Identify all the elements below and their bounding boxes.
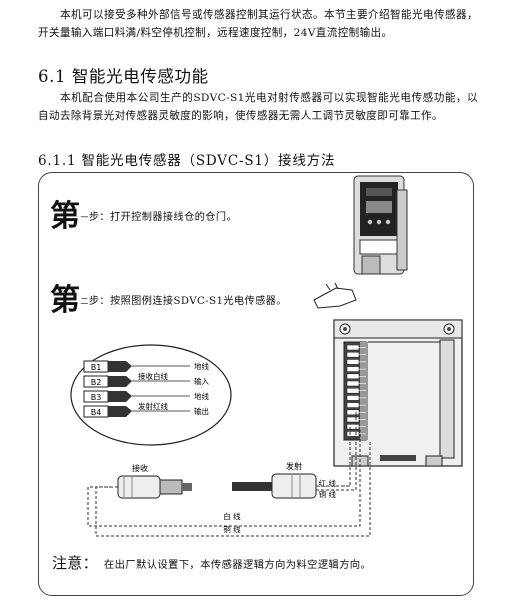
terminal-slot — [346, 373, 366, 380]
note-title: 注意： — [52, 554, 98, 572]
terminal-slot — [346, 359, 366, 365]
step-two-text: 步：按照图例连接SDVC-S1光电传感器。 — [88, 296, 287, 307]
note: 注意： 在出厂默认设置下，本传感器逻辑方向为料空逻辑方向。 — [52, 552, 371, 573]
terminal-slot — [346, 431, 366, 437]
inset-terminal-b3: B3 地线 — [83, 390, 209, 403]
wiring-diagram-frame — [38, 172, 474, 596]
cable-lines — [87, 410, 371, 537]
step-one-text: 步：打开控制器接线仓的仓门。 — [88, 212, 238, 223]
terminal-label: B2 — [91, 378, 102, 387]
inset-terminal-b1: B1 地线 — [83, 360, 209, 373]
step-one-small-char: 一 — [80, 213, 89, 222]
terminal-slot — [346, 344, 366, 351]
wire-label-right: 输出 — [194, 406, 209, 416]
terminal-block-icon — [333, 319, 463, 467]
copper-wire-label: 铜 线 — [319, 489, 337, 499]
terminal-slot — [346, 366, 366, 372]
wire-label-left: 发射红线 — [138, 401, 168, 411]
receiver-label: 接收 — [132, 463, 148, 473]
controller-device-icon — [353, 175, 408, 275]
section-paragraph: 本机配合使用本公司生产的SDVC-S1光电对射传感器可以实现智能光电传感功能，以… — [38, 92, 478, 122]
terminal-slot — [346, 402, 366, 408]
subsection-title: 6.1.1 智能光电传感器（SDVC-S1）接线方法 — [38, 153, 336, 169]
white-wire-label: 白 线 — [223, 511, 241, 521]
hand-icon — [313, 282, 357, 309]
terminal-label: B4 — [91, 408, 102, 417]
step-two-small-char: 二 — [80, 297, 89, 306]
inset-terminal-b4: B4 输出 发射红线 — [83, 401, 209, 418]
wire-label-right: 地线 — [194, 391, 209, 401]
emitter-label: 发射 — [286, 461, 302, 471]
red-wire-label: 红 线 — [319, 478, 337, 488]
receiver-sensor-icon — [117, 475, 192, 499]
terminal-label: B1 — [91, 363, 102, 372]
terminal-slot — [346, 395, 366, 401]
emitter-sensor-icon — [232, 473, 317, 499]
note-text: 在出厂默认设置下，本传感器逻辑方向为料空逻辑方向。 — [103, 559, 372, 571]
step-two: 第二步：按照图例连接SDVC-S1光电传感器。 — [50, 286, 320, 316]
section-title: 6.1 智能光电传感功能 — [38, 67, 209, 86]
wire-label-right: 输入 — [194, 376, 209, 386]
terminal-slot — [346, 387, 366, 394]
copper-wire-label-2: 铜 线 — [223, 524, 241, 534]
step-one-big-char: 第 — [50, 199, 81, 234]
terminal-label: B3 — [91, 393, 102, 402]
wire-label-right: 地线 — [194, 361, 209, 371]
terminal-slot — [346, 351, 366, 358]
inset-terminal-b2: B2 输入 接收白线 — [83, 371, 209, 388]
step-one: 第一步：打开控制器接线仓的仓门。 — [50, 202, 237, 232]
terminal-slot — [346, 423, 366, 430]
wire-label-left: 接收白线 — [138, 371, 168, 381]
terminal-slot — [346, 409, 366, 416]
terminal-slot — [346, 380, 366, 387]
terminal-slot — [346, 416, 366, 423]
step-two-big-char: 第 — [50, 283, 81, 318]
intro-paragraph: 本机可以接受多种外部信号或传感器控制其运行状态。本节主要介绍智能光电传感器，开关… — [38, 9, 478, 39]
